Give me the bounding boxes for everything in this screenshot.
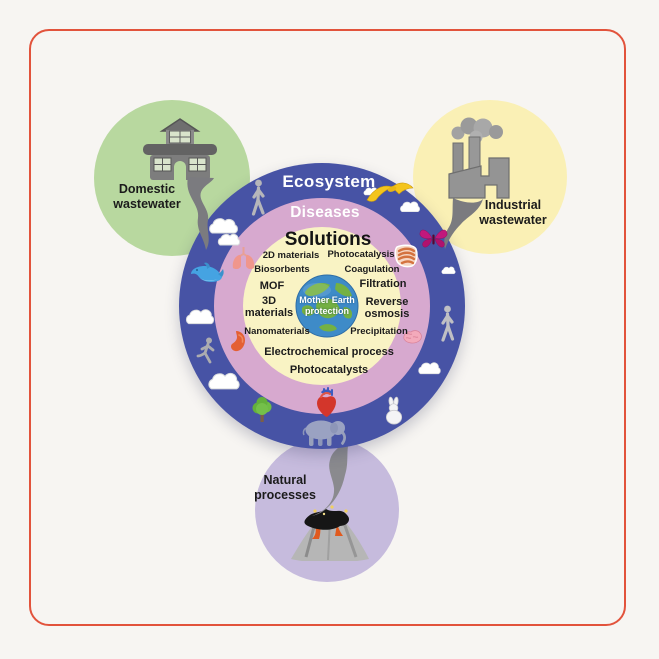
lungs-icon — [232, 247, 255, 270]
earth-globe-icon — [295, 274, 359, 338]
globe-label: Mother Earth protection — [299, 294, 355, 316]
house-icon — [143, 118, 217, 180]
cloud-icon — [418, 362, 441, 375]
solution-nanomaterials: Nanomaterials — [244, 325, 310, 337]
running-person-icon — [196, 337, 215, 364]
elephant-icon — [302, 420, 346, 446]
walking-person-icon — [441, 305, 455, 342]
cloud-icon — [208, 372, 240, 390]
solutions-ring-label: Solutions — [284, 229, 372, 250]
solution-mof: MOF — [259, 279, 285, 292]
diseases-ring-label: Diseases — [290, 204, 360, 221]
solution-photocatalysis: Photocatalysis — [327, 248, 395, 260]
solution-3d-materials: 3D materials — [244, 294, 294, 319]
solution-precipitation: Precipitation — [350, 325, 408, 337]
industrial-wastewater-label: Industrial wastewater — [479, 198, 547, 227]
cloud-icon — [209, 218, 241, 246]
dolphin-icon — [191, 262, 224, 282]
tree-icon — [252, 397, 272, 422]
cloud-icon — [400, 201, 420, 212]
solution-coagulation: Coagulation — [344, 263, 400, 275]
stomach-icon — [231, 331, 245, 352]
domestic-wastewater-label: Domestic wastewater — [113, 182, 181, 211]
industrial-stream — [444, 198, 483, 249]
solution-electrochemical-process: Electrochemical process — [264, 345, 394, 358]
domestic-stream — [187, 177, 214, 250]
heart-icon — [317, 387, 336, 417]
solution-filtration: Filtration — [359, 277, 407, 290]
rounded-border-frame — [29, 29, 626, 626]
cloud-icon — [185, 309, 215, 325]
solution-photocatalysts: Photocatalysts — [289, 363, 369, 376]
solution-biosorbents: Biosorbents — [254, 263, 310, 275]
walking-person-icon — [251, 179, 265, 216]
natural-processes-label: Natural processes — [254, 473, 316, 502]
intestine-icon — [394, 244, 418, 268]
bird-icon — [366, 182, 414, 202]
rabbit-icon — [385, 396, 403, 425]
solution-2d-materials: 2D materials — [262, 249, 320, 261]
cloud-icon — [441, 266, 456, 275]
brain-icon — [403, 330, 422, 344]
factory-icon — [448, 117, 510, 199]
volcano-icon — [291, 505, 369, 561]
solution-reverse-osmosis: Reverse osmosis — [364, 295, 410, 320]
butterfly-icon — [419, 229, 448, 248]
ecosystem-ring-label: Ecosystem — [282, 172, 376, 191]
